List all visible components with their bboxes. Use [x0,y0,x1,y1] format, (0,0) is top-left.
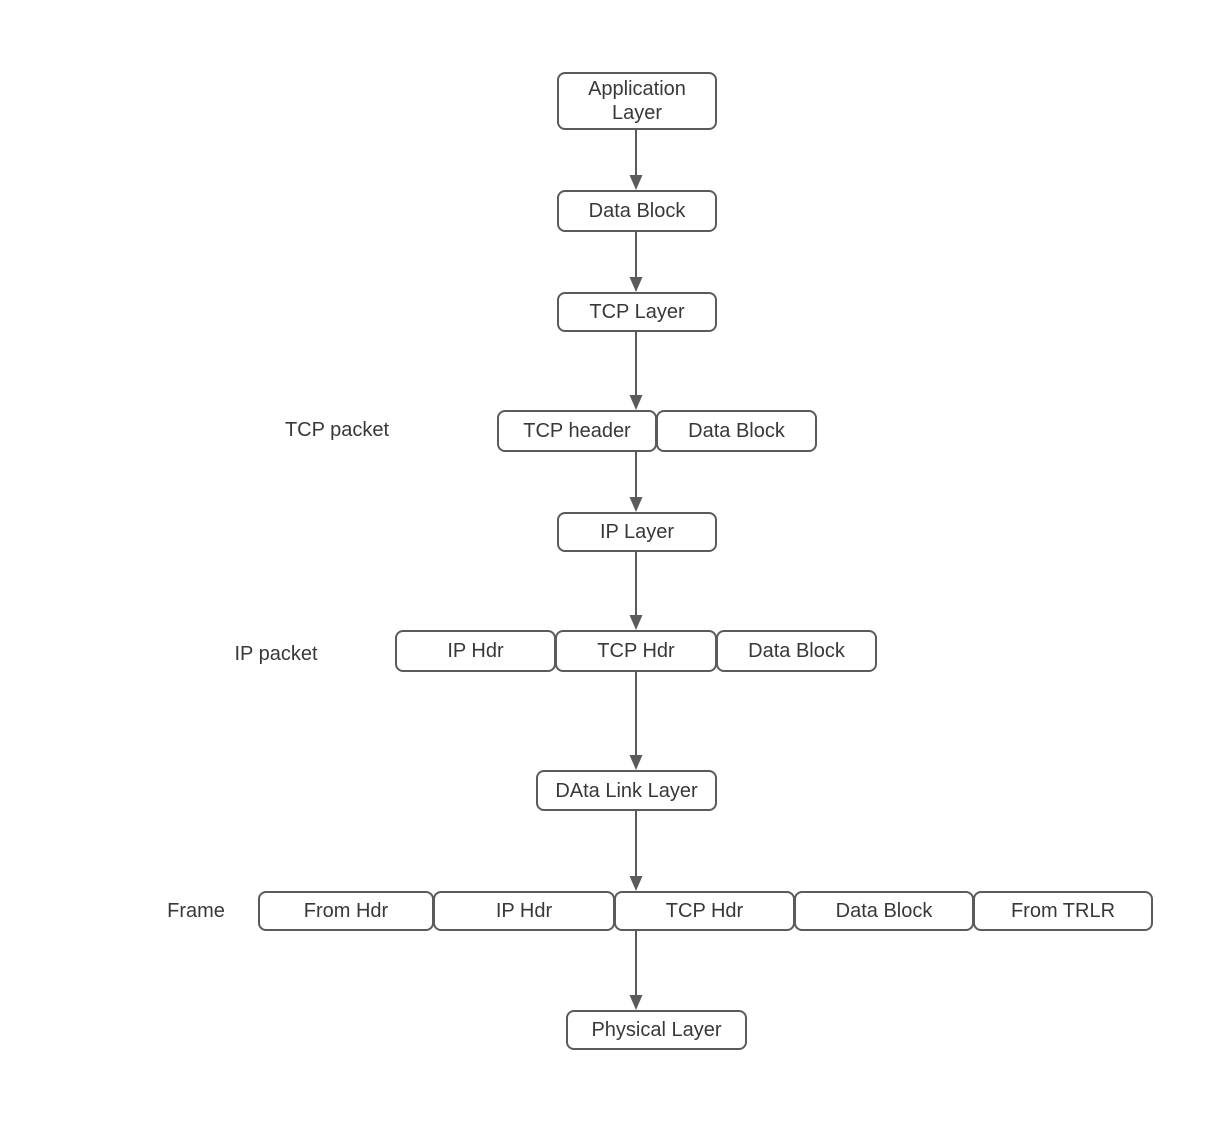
arrow-down-1 [629,130,643,190]
arrow-down-7 [629,811,643,891]
arrow-down-2 [629,232,643,292]
node-tcp-hdr: TCP Hdr [555,630,717,672]
arrowhead-icon [629,175,643,190]
arrow-down-3 [629,332,643,410]
node-ip-hdr-frame: IP Hdr [433,891,615,931]
arrowhead-icon [629,615,643,630]
node-from-trlr: From TRLR [973,891,1153,931]
node-tcp-hdr-frame: TCP Hdr [614,891,795,931]
row-label-frame: Frame [167,900,225,922]
row-label-tcp-packet: TCP packet [284,419,390,441]
node-data-block-ip: Data Block [716,630,877,672]
arrowhead-icon [629,277,643,292]
arrow-down-6 [629,672,643,770]
node-tcp-header: TCP header [497,410,657,452]
node-ip-layer: IP Layer [557,512,717,552]
node-physical-layer: Physical Layer [566,1010,747,1050]
arrowhead-icon [629,755,643,770]
node-tcp-layer: TCP Layer [557,292,717,332]
arrowhead-icon [629,497,643,512]
node-application-layer: Application Layer [557,72,717,130]
node-data-block-tcp: Data Block [656,410,817,452]
arrow-down-4 [629,452,643,512]
node-data-block-app: Data Block [557,190,717,232]
arrowhead-icon [629,395,643,410]
node-ip-hdr: IP Hdr [395,630,556,672]
arrow-down-5 [629,551,643,630]
row-label-ip-packet: IP packet [234,643,318,665]
arrowhead-icon [629,995,643,1010]
arrow-down-8 [629,931,643,1010]
node-from-hdr: From Hdr [258,891,434,931]
node-data-block-frame: Data Block [794,891,974,931]
arrowhead-icon [629,876,643,891]
node-data-link-layer: DAta Link Layer [536,770,717,811]
